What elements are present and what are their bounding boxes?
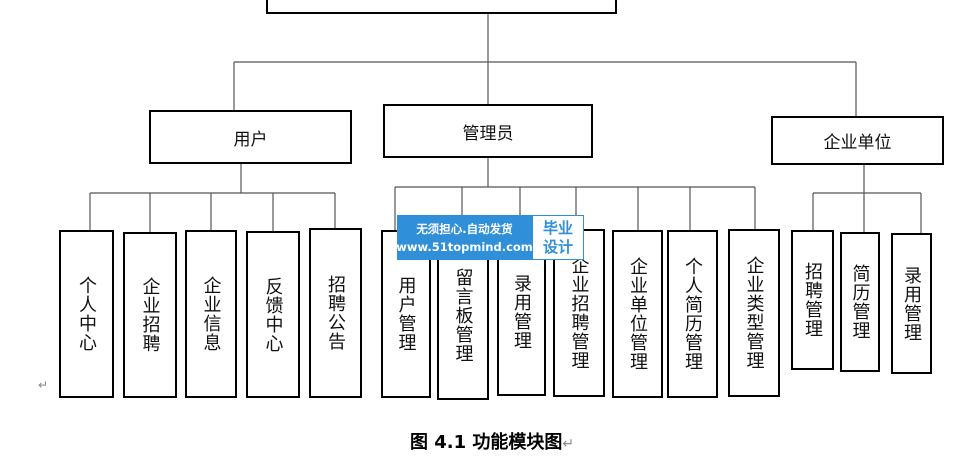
branch-user-label: 用户 <box>233 129 268 150</box>
caption-return-mark: ↵ <box>562 436 575 452</box>
leaf-enterprise-recruit: 企业招聘 <box>123 232 177 398</box>
watermark-tag: 毕业 设计 <box>532 215 584 260</box>
leaf-enterprise-unit-manage: 企业单位管理 <box>612 230 663 398</box>
leaf-recruit-manage: 招聘管理 <box>791 230 834 370</box>
watermark-badge: 无须担心.自动发货 www.51topmind.com 毕业 设计 <box>396 215 584 260</box>
root-node <box>266 0 617 14</box>
paragraph-mark: ↵ <box>38 378 49 392</box>
leaf-recruit-notice: 招聘公告 <box>309 228 362 398</box>
leaf-hire-manage-enterprise: 录用管理 <box>891 233 932 374</box>
branch-admin-node: 管理员 <box>383 104 593 158</box>
figure-caption-text: 图 4.1 功能模块图 <box>410 432 563 453</box>
branch-enterprise-label: 企业单位 <box>823 133 892 153</box>
watermark-text: 无须担心.自动发货 www.51topmind.com <box>396 215 533 260</box>
figure-caption: 图 4.1 功能模块图↵ <box>410 428 574 454</box>
branch-user-node: 用户 <box>149 110 352 164</box>
leaf-enterprise-info: 企业信息 <box>185 230 237 398</box>
leaf-feedback-center: 反馈中心 <box>246 231 300 398</box>
watermark-line2: www.51topmind.com <box>396 239 533 254</box>
leaf-personal-center: 个人中心 <box>59 230 114 398</box>
branch-admin-label: 管理员 <box>462 123 514 144</box>
leaf-resume-manage: 简历管理 <box>840 232 880 372</box>
leaf-personal-resume-manage: 个人简历管理 <box>667 230 718 398</box>
leaf-enterprise-type-manage: 企业类型管理 <box>728 229 780 397</box>
watermark-badge-line1: 毕业 <box>542 218 573 237</box>
watermark-badge-line2: 设计 <box>542 237 573 256</box>
branch-enterprise-node: 企业单位 <box>771 116 944 165</box>
watermark-line1: 无须担心.自动发货 <box>416 221 513 236</box>
